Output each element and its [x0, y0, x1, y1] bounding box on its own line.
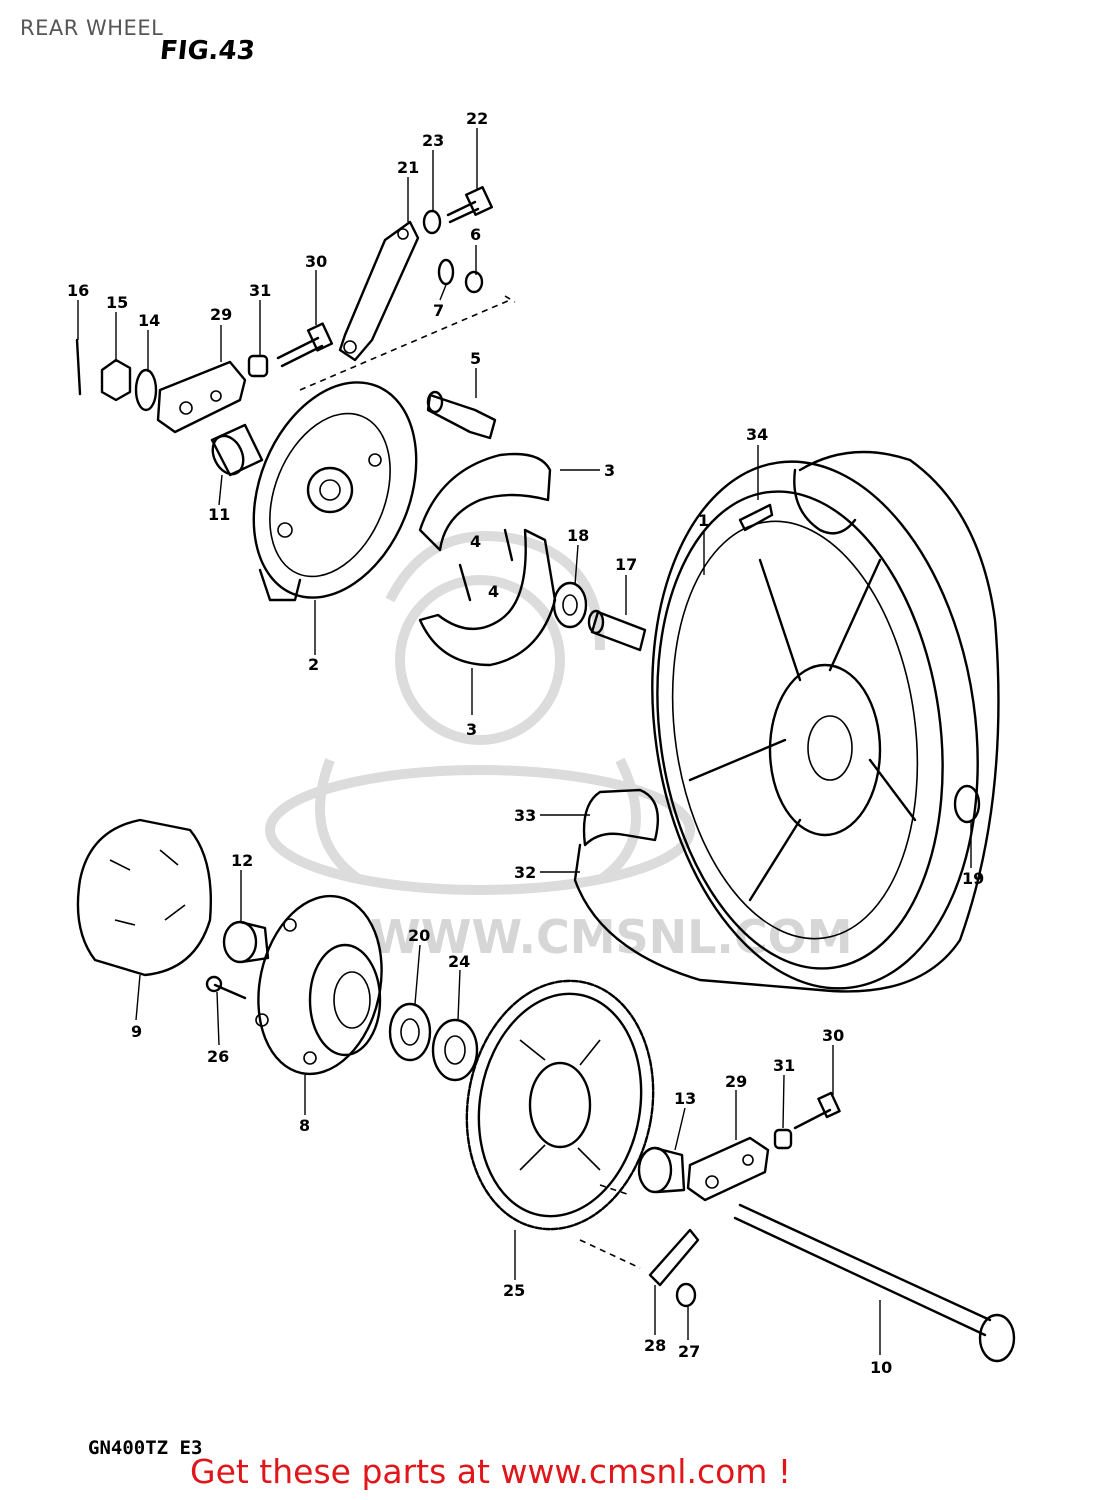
part-31-nut-bottom [773, 1128, 793, 1150]
callout-15: 15 [106, 293, 128, 312]
callout-18: 18 [567, 526, 589, 545]
part-6-clip [464, 270, 484, 294]
part-23-washer [422, 209, 442, 235]
part-31-nut-top [247, 354, 269, 378]
part-32-tyre [573, 450, 1000, 993]
part-17-spacer [587, 609, 647, 652]
callout-25: 25 [503, 1281, 525, 1300]
callout-20: 20 [408, 926, 430, 945]
callout-13: 13 [674, 1089, 696, 1108]
callout-24: 24 [448, 952, 470, 971]
callout-30-bottom: 30 [822, 1026, 844, 1045]
model-code: GN400TZ E3 [88, 1437, 203, 1459]
part-28-cotter-clip [648, 1228, 700, 1287]
callout-6: 6 [470, 225, 481, 244]
callout-29-top: 29 [210, 305, 232, 324]
part-9-cush-damper [76, 818, 212, 977]
callout-17: 17 [615, 555, 637, 574]
diagram-title: REAR WHEEL [20, 16, 164, 40]
callout-31-bottom: 31 [773, 1056, 795, 1075]
callout-27: 27 [678, 1342, 700, 1361]
callout-14: 14 [138, 311, 160, 330]
footer-cta-link[interactable]: Get these parts at www.cmsnl.com ! [190, 1452, 792, 1491]
part-18-bearing [552, 581, 588, 629]
part-27-nut [675, 1282, 697, 1308]
watermark-mascot [265, 531, 695, 895]
part-11-spacer [210, 423, 264, 477]
callout-26: 26 [207, 1047, 229, 1066]
callout-numbers: 22 23 21 6 30 7 16 15 14 29 31 5 11 3 34… [67, 109, 984, 1377]
torque-link-assembly [247, 186, 516, 391]
part-29-chain-adjuster-left [156, 360, 247, 434]
part-29-chain-adjuster-right [686, 1136, 770, 1202]
part-33-tube [582, 788, 660, 847]
part-34-valve [738, 503, 774, 532]
part-25-rear-sprocket [465, 979, 655, 1231]
part-30-bolt-top [276, 322, 334, 368]
part-20-bearing [388, 1002, 432, 1062]
part-30-bolt-bottom [793, 1091, 841, 1130]
callout-30-top: 30 [305, 252, 327, 271]
part-1-rear-wheel [651, 460, 979, 990]
part-8-sprocket-mount [255, 894, 383, 1076]
callout-16: 16 [67, 281, 89, 300]
callout-32: 32 [514, 863, 536, 882]
part-26-bolt [205, 975, 247, 1000]
callout-19: 19 [962, 869, 984, 888]
part-16-cotter-pin [75, 338, 82, 396]
leader-lines [77, 128, 972, 1355]
part-15-nut [100, 358, 132, 402]
part-2-brake-panel [252, 381, 418, 602]
callout-8: 8 [299, 1116, 310, 1135]
callout-5: 5 [470, 349, 481, 368]
part-22-bolt [446, 186, 494, 224]
callout-34: 34 [746, 425, 768, 444]
callout-3-top: 3 [604, 461, 615, 480]
callout-21: 21 [397, 158, 419, 177]
callout-7: 7 [433, 301, 444, 320]
part-13-spacer [637, 1146, 686, 1194]
callout-22: 22 [466, 109, 488, 128]
part-21-torque-link [338, 220, 420, 362]
callout-12: 12 [231, 851, 253, 870]
callout-29-bottom: 29 [725, 1072, 747, 1091]
callout-33: 33 [514, 806, 536, 825]
callout-3-bottom: 3 [466, 720, 477, 739]
part-7-washer [437, 258, 455, 286]
part-3-brake-shoes [418, 452, 557, 667]
callout-31-top: 31 [249, 281, 271, 300]
callout-2: 2 [308, 655, 319, 674]
part-24-oil-seal [431, 1018, 479, 1082]
callout-23: 23 [422, 131, 444, 150]
callout-9: 9 [131, 1022, 142, 1041]
part-12-bushing [222, 920, 270, 964]
callout-10: 10 [870, 1358, 892, 1377]
left-axle-group [75, 338, 264, 477]
part-14-washer [134, 368, 158, 412]
callout-1: 1 [698, 511, 709, 530]
callout-11: 11 [208, 505, 230, 524]
part-10-axle [733, 1203, 1016, 1363]
callout-4-upper: 4 [470, 532, 481, 551]
callout-4-lower: 4 [488, 582, 499, 601]
part-5-brake-cam [426, 390, 497, 440]
part-19-spacer [953, 784, 981, 824]
callout-28: 28 [644, 1336, 666, 1355]
